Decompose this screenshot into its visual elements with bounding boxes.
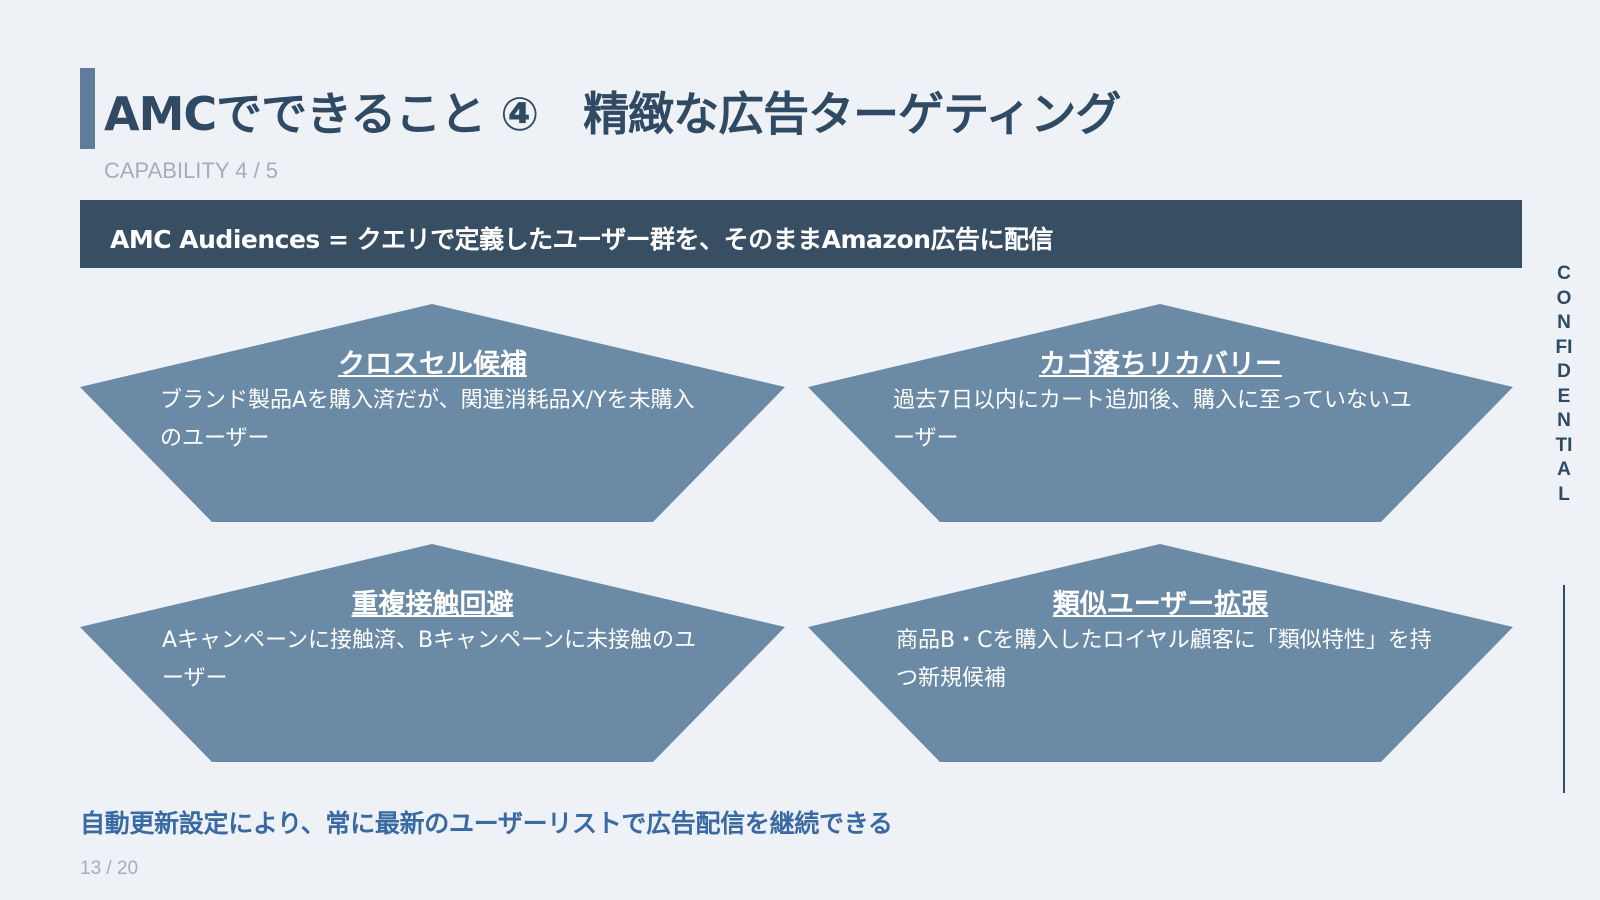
card-shape — [80, 304, 785, 522]
card-description: 商品B・Cを購入したロイヤル顧客に「類似特性」を持つ新規候補 — [896, 628, 1432, 691]
card-title: クロスセル候補 — [338, 349, 527, 380]
key-message-banner: AMC Audiences = クエリで定義したユーザー群を、そのままAmazo… — [80, 200, 1522, 268]
slide-title: AMCでできること ④ 精緻な広告ターゲティング — [104, 87, 1121, 141]
banner-text: AMC Audiences = クエリで定義したユーザー群を、そのままAmazo… — [110, 225, 1053, 254]
slide-subtitle: CAPABILITY 4 / 5 — [104, 158, 279, 183]
page-number: 13 / 20 — [80, 858, 139, 879]
footer-note: 自動更新設定により、常に最新のユーザーリストで広告配信を継続できる — [80, 809, 893, 838]
card-title: 重複接触回避 — [351, 589, 514, 620]
card-lookalike: 類似ユーザー拡張 商品B・Cを購入したロイヤル顧客に「類似特性」を持つ新規候補 — [808, 544, 1513, 762]
card-title: 類似ユーザー拡張 — [1052, 589, 1269, 620]
side-divider — [1563, 585, 1565, 793]
card-cross-sell: クロスセル候補 ブランド製品Aを購入済だが、関連消耗品X/Yを未購入のユーザー — [80, 304, 785, 522]
card-title: カゴ落ちリカバリー — [1039, 349, 1282, 380]
title-accent-bar — [80, 68, 95, 149]
card-description: ブランド製品Aを購入済だが、関連消耗品X/Yを未購入のユーザー — [160, 388, 695, 451]
confidential-label: CONFIDENTIAL — [1555, 263, 1573, 505]
card-description: Aキャンペーンに接触済、Bキャンペーンに未接触のユーザー — [162, 628, 696, 691]
card-shape — [808, 544, 1513, 762]
card-shape — [808, 304, 1513, 522]
card-shape — [80, 544, 785, 762]
card-description: 過去7日以内にカート追加後、購入に至っていないユーザー — [893, 388, 1412, 451]
card-cart-recovery: カゴ落ちリカバリー 過去7日以内にカート追加後、購入に至っていないユーザー — [808, 304, 1513, 522]
card-overlap-avoid: 重複接触回避 Aキャンペーンに接触済、Bキャンペーンに未接触のユーザー — [80, 544, 785, 762]
